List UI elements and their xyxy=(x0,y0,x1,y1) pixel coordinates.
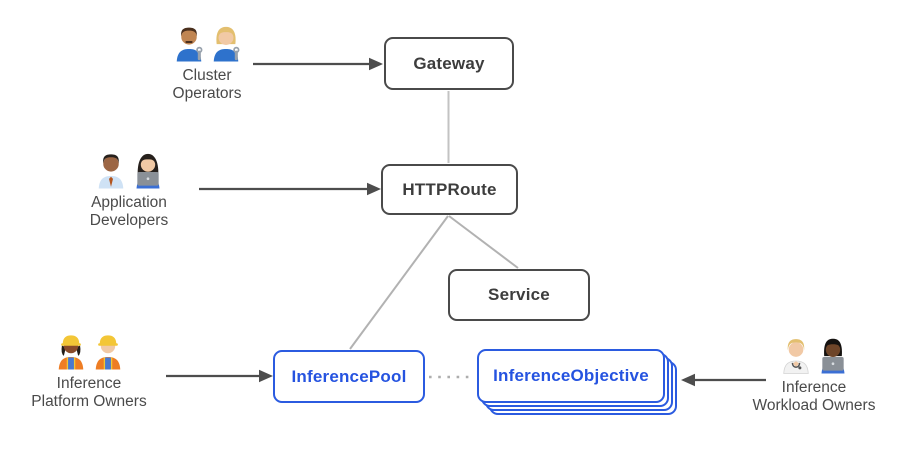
cluster-operators-icons xyxy=(173,25,242,62)
node-httproute-label: HTTPRoute xyxy=(402,179,497,199)
application-developers-icons xyxy=(95,152,164,189)
health-worker-icon xyxy=(782,339,809,374)
inference-platform-owners-label-line2: Platform Owners xyxy=(31,393,147,411)
inference-platform-owners-label-line1: Inference xyxy=(56,375,122,392)
woman-technologist-icon xyxy=(136,153,159,189)
persona-application-developers: Application Developers xyxy=(50,152,208,231)
man-technologist-icon xyxy=(821,338,844,374)
persona-inference-platform-owners: Inference Platform Owners xyxy=(12,333,166,412)
inference-workload-owners-label-line2: Workload Owners xyxy=(752,397,876,415)
persona-cluster-operators: Cluster Operators xyxy=(128,25,286,104)
arrow-application-developers-to-httproute xyxy=(199,182,381,196)
node-httproute: HTTPRoute xyxy=(381,164,518,215)
node-inferenceobjective-label: InferenceObjective xyxy=(493,366,649,385)
node-service-label: Service xyxy=(488,285,550,304)
application-developers-label-line2: Developers xyxy=(89,212,169,230)
cluster-operators-label-line2: Operators xyxy=(172,85,242,103)
inference-workload-owners-icons xyxy=(780,337,849,374)
edge-httproute-inferencepool xyxy=(349,215,449,350)
persona-inference-workload-owners: Inference Workload Owners xyxy=(737,337,891,416)
woman-mechanic-icon xyxy=(213,26,239,62)
edge-httproute-service xyxy=(448,215,519,269)
woman-construction-worker-icon xyxy=(58,335,83,370)
node-service: Service xyxy=(448,269,590,321)
arrow-platform-owners-to-inferencepool xyxy=(166,369,273,383)
man-construction-worker-icon xyxy=(95,335,120,370)
cluster-operators-label-line1: Cluster xyxy=(182,67,232,84)
man-office-worker-icon xyxy=(98,154,123,189)
node-gateway: Gateway xyxy=(384,37,514,90)
inference-platform-owners-icons xyxy=(55,333,124,370)
inference-workload-owners-label-line1: Inference xyxy=(781,379,847,396)
application-developers-label-line1: Application xyxy=(91,194,167,211)
node-gateway-label: Gateway xyxy=(413,53,485,73)
man-mechanic-icon xyxy=(176,27,202,62)
node-inferencepool-label: InferencePool xyxy=(291,366,407,386)
node-inferencepool: InferencePool xyxy=(273,350,425,403)
node-inferenceobjective: InferenceObjective xyxy=(477,349,665,403)
